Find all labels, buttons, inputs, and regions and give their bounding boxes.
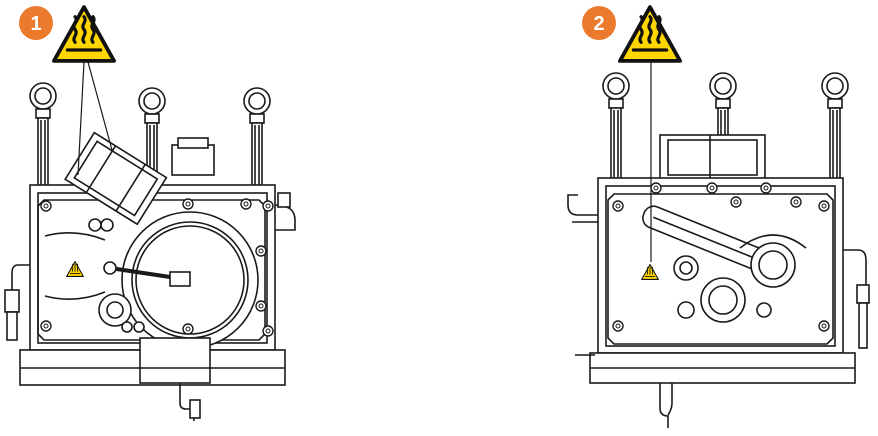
hot-surface-warning-icon [52, 5, 116, 63]
callout-1-label: 1 [30, 13, 41, 35]
unit-2-drawing [567, 72, 870, 428]
unit-1-drawing [4, 82, 296, 421]
unit-1-leader-lines [77, 61, 113, 176]
callout-2: 2 [582, 6, 616, 40]
callout-2-label: 2 [593, 13, 604, 35]
callout-1: 1 [19, 6, 53, 40]
hot-surface-warning-icon-2 [618, 5, 682, 63]
